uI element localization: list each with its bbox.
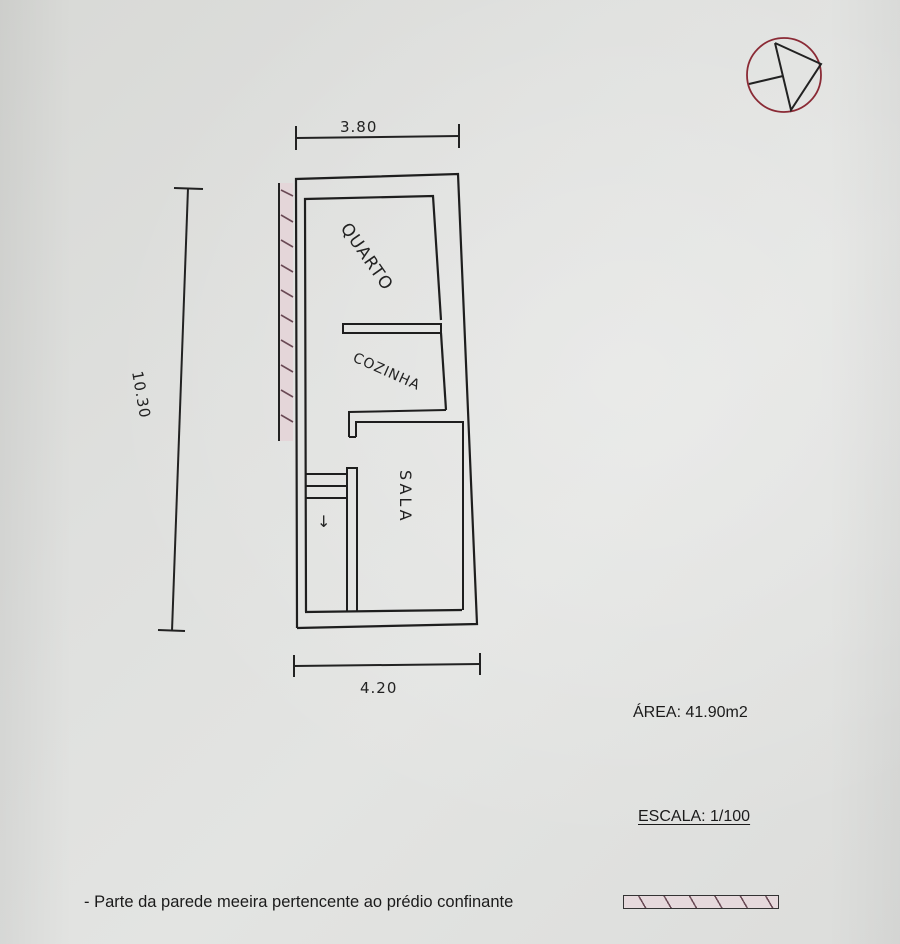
outer-walls (294, 172, 479, 630)
legend-hatch-swatch (623, 895, 779, 909)
room-label-quarto: QUARTO (336, 219, 397, 294)
room-label-sala: SALA (396, 470, 415, 524)
stair-wall (306, 467, 358, 612)
bottom-dimension-label: 4.20 (360, 679, 397, 697)
room-label-cozinha: COZINHA (350, 350, 422, 394)
legend-text: - Parte da parede meeira pertencente ao … (84, 893, 514, 911)
partition-wall-quarto-cozinha (342, 323, 442, 334)
area-label: ÁREA: 41.90m2 (633, 704, 748, 721)
height-dimension-line (157, 187, 204, 632)
top-dimension-label: 3.80 (340, 118, 377, 136)
scale-label: ESCALA: 1/100 (638, 808, 751, 825)
party-wall-hatch (278, 183, 294, 441)
stair-down-arrow-icon: ↓ (317, 512, 331, 531)
north-arrow-icon (746, 37, 823, 113)
top-dimension-line (295, 124, 460, 150)
bottom-dimension-line (293, 653, 481, 677)
height-dimension-label: 10.30 (128, 370, 154, 420)
partition-wall-cozinha-sala (348, 409, 464, 610)
